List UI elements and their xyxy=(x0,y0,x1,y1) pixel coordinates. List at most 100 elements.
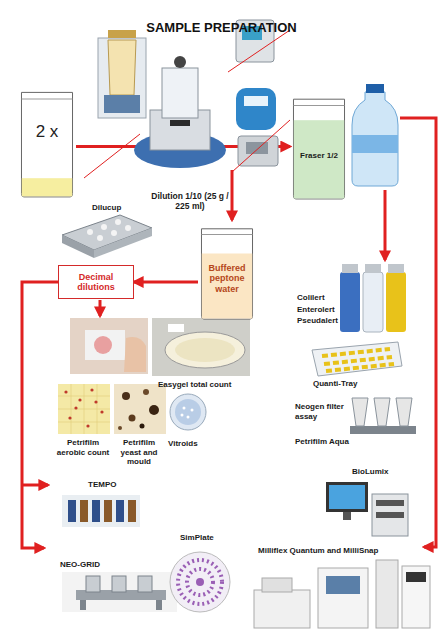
milliflex-instruments-part xyxy=(406,572,426,582)
node-text: Buffered peptone water xyxy=(203,263,251,294)
caption-label: Colilert Enterolert Pseudalert xyxy=(297,292,343,327)
iv-bag-stand xyxy=(98,30,146,118)
node-text: Decimal dilutions xyxy=(61,272,131,293)
neogen-filter-part xyxy=(352,398,368,426)
caption-label: SimPlate xyxy=(180,533,230,543)
tempo-vials-part xyxy=(128,500,136,522)
dilucup-shaker-part xyxy=(94,228,152,258)
simplate-disc-part xyxy=(187,569,213,595)
caption-label: Neogen filter assay xyxy=(295,402,351,421)
biolumix-instrument-part xyxy=(329,485,365,509)
simplate-disc-part xyxy=(178,560,222,604)
petrifilm-yeast-photo-part xyxy=(118,426,122,430)
dilucup-shaker-part xyxy=(62,235,94,258)
vitroids-disc-part xyxy=(181,414,184,417)
bag-rim xyxy=(293,105,344,106)
bag-outline xyxy=(18,88,76,198)
easygel-photo-part xyxy=(152,318,250,376)
arrows-part xyxy=(22,282,58,548)
simplate-disc-part xyxy=(170,552,230,612)
water-bottle-part xyxy=(352,92,398,186)
sample-bag: 2 x xyxy=(18,88,76,198)
dilucup-shaker-part xyxy=(97,235,103,241)
bag-body xyxy=(201,229,252,319)
bag-rim xyxy=(201,234,252,235)
caption-label: Dilution 1/10 (25 g / 225 ml) xyxy=(150,191,230,211)
petrifilm-yeast-photo-part xyxy=(140,424,145,429)
neo-grid-apparatus-part xyxy=(138,576,152,592)
caption-label: Vitroids xyxy=(168,439,213,449)
milliflex-instruments-part xyxy=(402,566,430,628)
flow-arrow xyxy=(134,281,198,284)
neogen-filter-part xyxy=(350,426,416,434)
process-box: Decimal dilutions xyxy=(58,265,134,299)
tempo-vials-part xyxy=(68,500,76,522)
bag-liquid xyxy=(22,178,72,196)
diagram-title: SAMPLE PREPARATION xyxy=(0,20,443,35)
tempo-vials xyxy=(62,495,140,527)
biolumix-instrument-part xyxy=(326,482,368,512)
quanti-tray-part xyxy=(322,349,394,371)
dilucup-shaker-part xyxy=(111,230,117,236)
water-bottle-part xyxy=(366,84,384,93)
biolumix-instrument-part xyxy=(343,512,351,520)
neo-grid-apparatus-part xyxy=(62,572,177,612)
petrifilm-aerobic-photo-part xyxy=(74,406,77,409)
petrifilm-aerobic-photo-part xyxy=(100,410,103,413)
water-bottle xyxy=(352,84,398,186)
biolumix-instrument-part xyxy=(376,500,404,506)
simplate-disc xyxy=(170,552,230,612)
blender-part xyxy=(162,68,198,118)
caption-label: Dilucup xyxy=(92,203,142,213)
caption-label: Easygel total count xyxy=(158,380,258,390)
caption-label: Milliflex Quantum and MilliSnap xyxy=(258,546,440,556)
biolumix-instrument xyxy=(326,482,408,536)
caption-label: NEO-GRID xyxy=(60,560,120,570)
sample-bag: Buffered peptone water xyxy=(198,225,256,320)
neo-grid-apparatus-part xyxy=(112,576,126,592)
petrifilm-aerobic-photo-part xyxy=(94,400,97,403)
node-text: 2 x xyxy=(23,122,71,142)
easygel-photo-part xyxy=(165,332,245,368)
water-bottle-part xyxy=(352,135,398,153)
caption-label: Petrifilm yeast and mould xyxy=(113,438,165,467)
colilert-vials-part xyxy=(386,272,406,332)
caption-label: Petrifilm Aqua xyxy=(295,437,365,447)
node-text: Fraser 1/2 xyxy=(295,151,343,160)
colilert-vials-part xyxy=(363,272,383,332)
biolumix-instrument-part xyxy=(376,512,404,518)
cross-out-lines xyxy=(84,30,290,178)
neogen-filter xyxy=(350,398,416,434)
milliflex-instruments xyxy=(254,560,430,628)
dilucup-shaker-part xyxy=(115,219,121,225)
blender-part xyxy=(174,56,186,68)
blender-part xyxy=(170,120,190,126)
vitroids-disc-part xyxy=(191,409,194,412)
quanti-tray xyxy=(312,342,402,376)
petrifilm-photo xyxy=(70,318,148,374)
petrifilm-aerobic-photo xyxy=(58,384,110,434)
easygel-photo-part xyxy=(175,338,235,362)
petrifilm-aerobic-photo-part xyxy=(86,424,89,427)
cross-out-lines-part xyxy=(84,134,140,178)
neo-grid-apparatus xyxy=(62,572,177,612)
tempo-vials-part xyxy=(104,500,112,522)
dilucup-shaker xyxy=(62,215,152,258)
petrifilm-yeast-photo-part xyxy=(143,389,149,395)
arrows-part xyxy=(22,484,48,487)
arrows xyxy=(22,118,436,548)
milliflex-instruments-part xyxy=(326,576,360,594)
dilucup-shaker-part xyxy=(125,225,131,231)
bag-outline xyxy=(290,95,348,200)
caption-label: Petrifilm aerobic count xyxy=(52,438,114,457)
petrifilm-aerobic-photo-part xyxy=(90,388,93,391)
petrifilm-photo-part xyxy=(70,318,148,374)
tempo-vials-part xyxy=(116,500,124,522)
tempo-vials-part xyxy=(62,495,140,527)
milliflex-instruments-part xyxy=(254,590,310,628)
bag-liquid xyxy=(294,120,344,198)
caption-label: Quanti-Tray xyxy=(313,379,373,389)
arrows-part xyxy=(384,190,387,260)
tempo-vials-part xyxy=(80,500,88,522)
